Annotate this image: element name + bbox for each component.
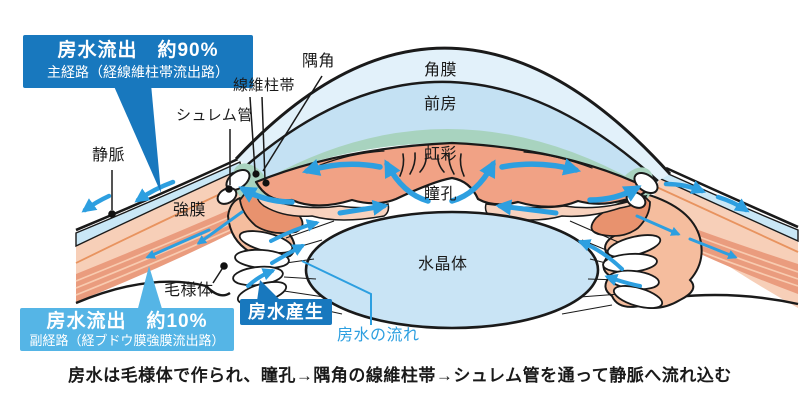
sclera-left	[75, 157, 258, 305]
iris-shape	[254, 141, 650, 221]
secondary-outflow-subtitle: 副経路（経ブドウ膜強膜流出路）	[29, 333, 225, 348]
secondary-outflow-title: 房水流出 約10%	[46, 311, 208, 332]
aqueous-flow-leader-line	[301, 260, 372, 325]
label-ciliary-body: 毛様体	[164, 282, 214, 299]
label-trabecular-meshwork: 線維柱帯	[233, 77, 296, 94]
label-angle: 隅角	[302, 53, 336, 70]
cornea-and-chamber	[234, 46, 672, 188]
label-lens: 水晶体	[418, 256, 468, 273]
label-aqueous-flow: 房水の流れ	[337, 327, 420, 344]
main-outflow-title: 房水流出 約90%	[57, 40, 219, 61]
lens-shape	[304, 210, 600, 330]
label-sclera: 強膜	[173, 202, 207, 219]
production-pointer	[257, 280, 281, 301]
label-vein: 静脈	[92, 147, 126, 164]
diagram-caption: 房水は毛様体で作られ、瞳孔→隅角の線維柱帯→シュレム管を通って静脈へ流れ込む	[68, 366, 732, 385]
label-anterior-chamber: 前房	[424, 96, 458, 113]
main-outflow-subtitle: 主経路（経線維柱帯流出路）	[47, 64, 229, 80]
secondary-outflow-callout: 房水流出 約10% 副経路（経ブドウ膜強膜流出路）	[20, 308, 234, 351]
label-pupil: 瞳孔	[424, 186, 458, 203]
main-outflow-pointer	[113, 84, 161, 193]
production-callout: 房水産生	[240, 299, 332, 325]
label-leader-lines	[111, 75, 323, 284]
label-schlemm-canal: シュレム管	[176, 107, 253, 124]
label-iris: 虹彩	[424, 146, 458, 163]
label-anchor-dots	[108, 170, 270, 270]
production-label: 房水産生	[248, 302, 324, 322]
secondary-outflow-pointer	[137, 266, 163, 312]
zonular-fibers	[283, 220, 621, 315]
main-outflow-callout: 房水流出 約90% 主経路（経線維柱帯流出路）	[23, 35, 253, 88]
aqueous-flow-arrows	[81, 158, 750, 288]
label-cornea: 角膜	[424, 62, 458, 79]
